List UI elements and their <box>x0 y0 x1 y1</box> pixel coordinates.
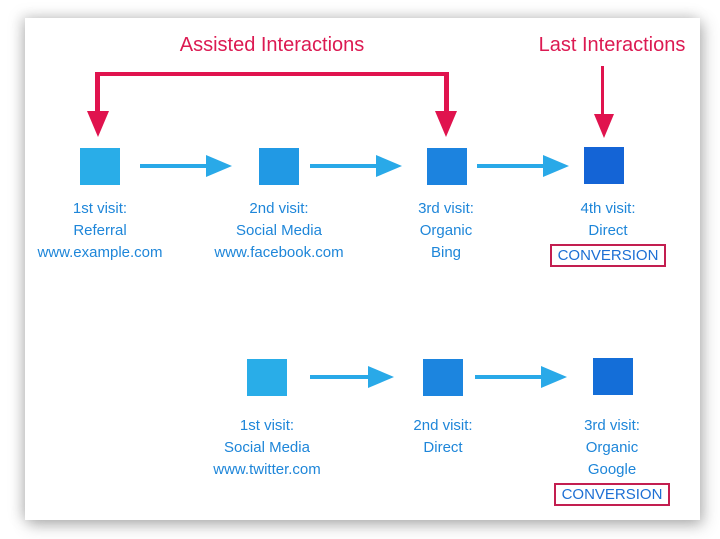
bottom-flow-arrow-2-icon <box>541 366 567 388</box>
top-flow-arrow-2-icon <box>376 155 402 177</box>
last-interactions-title: Last Interactions <box>538 34 686 56</box>
label-line: 4th visit: <box>580 200 636 217</box>
label-line: Referral <box>73 222 127 239</box>
top-visit-3-square <box>427 148 467 185</box>
label-line: 3rd visit: <box>584 417 640 434</box>
label-line: Organic <box>419 222 473 239</box>
label-line: Organic <box>585 439 639 456</box>
top-visit-1-label: 1st visit: Referral www.example.com <box>25 198 175 264</box>
bottom-visit-1-label: 1st visit: Social Media www.twitter.com <box>187 415 347 481</box>
top-flow-arrow-1-icon <box>206 155 232 177</box>
top-flow-arrow-2-line <box>310 164 376 168</box>
bottom-visit-3-label: 3rd visit: Organic Google CONVERSION <box>537 415 687 506</box>
top-visit-3-label: 3rd visit: Organic Bing <box>371 198 521 264</box>
bracket-right-down-arrow-icon <box>435 111 457 137</box>
label-line: www.example.com <box>37 244 163 261</box>
label-line: Social Media <box>224 439 310 456</box>
bottom-flow-arrow-2-line <box>475 375 541 379</box>
bracket-left-line <box>95 72 100 112</box>
label-line: 1st visit: <box>239 417 295 434</box>
bottom-visit-3-square <box>593 358 633 395</box>
label-line: Google <box>587 461 637 478</box>
label-line: Social Media <box>236 222 322 239</box>
top-flow-arrow-3-line <box>477 164 543 168</box>
bracket-right-line <box>444 72 449 112</box>
top-flow-arrow-3-icon <box>543 155 569 177</box>
top-visit-4-label: 4th visit: Direct CONVERSION <box>533 198 683 267</box>
last-down-arrow-icon <box>594 114 614 138</box>
conversion-badge: CONVERSION <box>553 483 671 506</box>
top-visit-2-square <box>259 148 299 185</box>
bracket-horizontal-line <box>95 72 449 76</box>
conversion-badge: CONVERSION <box>549 244 667 267</box>
top-visit-1-square <box>80 148 120 185</box>
bottom-visit-2-label: 2nd visit: Direct <box>368 415 518 459</box>
label-line: Direct <box>423 439 463 456</box>
last-arrow-line <box>601 66 604 114</box>
label-line: 3rd visit: <box>418 200 474 217</box>
label-line: 2nd visit: <box>249 200 309 217</box>
bottom-flow-arrow-1-line <box>310 375 368 379</box>
assisted-interactions-title: Assisted Interactions <box>179 34 365 56</box>
label-line: Bing <box>430 244 462 261</box>
bottom-visit-2-square <box>423 359 463 396</box>
label-line: 1st visit: <box>72 200 128 217</box>
label-line: www.facebook.com <box>214 244 344 261</box>
top-visit-2-label: 2nd visit: Social Media www.facebook.com <box>194 198 364 264</box>
bracket-left-down-arrow-icon <box>87 111 109 137</box>
bottom-flow-arrow-1-icon <box>368 366 394 388</box>
top-visit-4-square <box>584 147 624 184</box>
diagram-card: Assisted Interactions Last Interactions … <box>25 18 700 520</box>
label-line: 2nd visit: <box>413 417 473 434</box>
label-line: www.twitter.com <box>213 461 321 478</box>
top-flow-arrow-1-line <box>140 164 206 168</box>
bottom-visit-1-square <box>247 359 287 396</box>
label-line: Direct <box>588 222 628 239</box>
